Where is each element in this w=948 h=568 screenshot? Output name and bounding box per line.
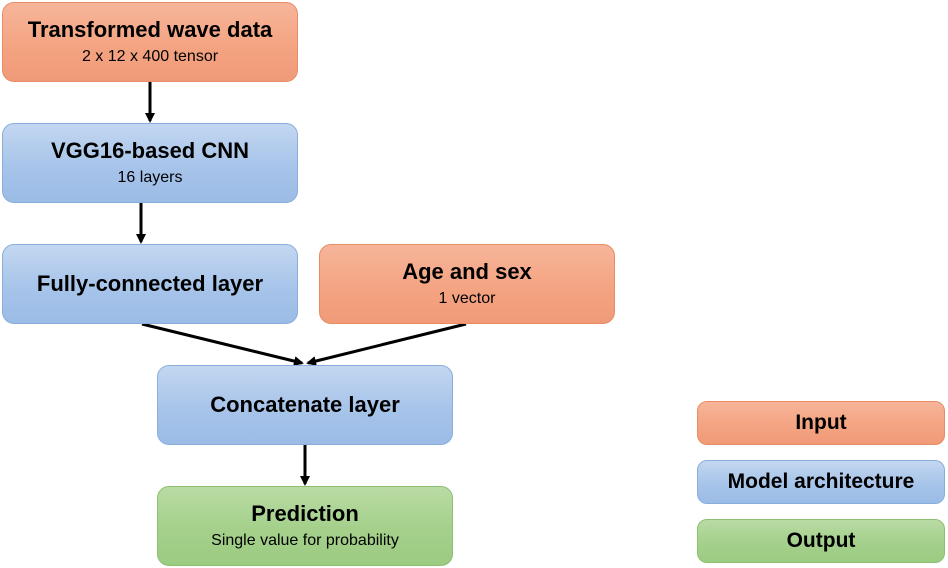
node-subtitle: Single value for probability: [211, 532, 399, 549]
node-title: VGG16-based CNN: [50, 138, 250, 163]
node-title: Age and sex: [402, 259, 532, 284]
legend-output: Output: [697, 519, 945, 563]
node-concatenate-layer: Concatenate layer: [157, 365, 453, 445]
node-prediction: Prediction Single value for probability: [157, 486, 453, 566]
node-subtitle: 2 x 12 x 400 tensor: [81, 48, 219, 65]
node-subtitle: 16 layers: [117, 169, 183, 186]
node-title: Fully-connected layer: [36, 271, 264, 296]
node-title: Concatenate layer: [210, 392, 400, 417]
node-transformed-wave-data: Transformed wave data 2 x 12 x 400 tenso…: [2, 2, 298, 82]
arrow-age-to-concat: [306, 322, 467, 366]
node-fully-connected-layer: Fully-connected layer: [2, 244, 298, 324]
arrow-fc-to-concat: [141, 322, 304, 366]
node-age-and-sex: Age and sex 1 vector: [319, 244, 615, 324]
node-vgg16-cnn: VGG16-based CNN 16 layers: [2, 123, 298, 203]
node-title: Transformed wave data: [27, 17, 273, 42]
legend-model-architecture: Model architecture: [697, 460, 945, 504]
node-title: Prediction: [251, 501, 359, 526]
legend-input: Input: [697, 401, 945, 445]
node-subtitle: 1 vector: [438, 290, 496, 307]
